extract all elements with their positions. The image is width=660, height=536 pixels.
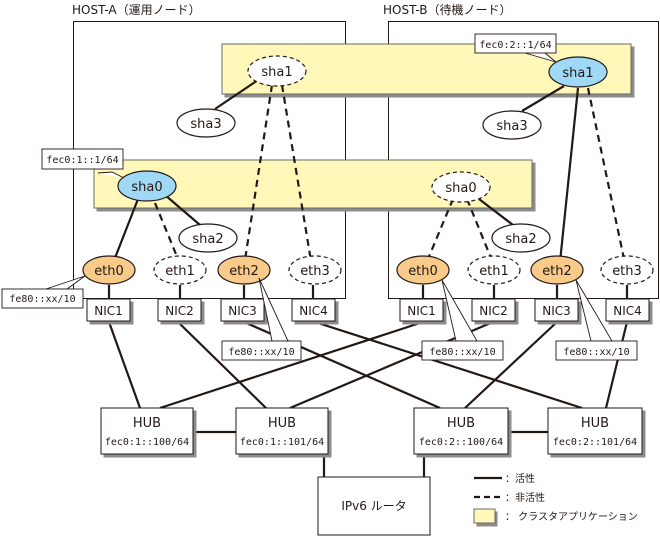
hub-3: HUB fec0:2::100/64 bbox=[413, 407, 509, 455]
nic-b-4: NIC4 bbox=[605, 298, 650, 322]
host-b-title: HOST-B（待機ノード） bbox=[383, 2, 511, 17]
callout-b-sha1-addr: fec0:2::1/64 bbox=[474, 33, 557, 63]
svg-text:fec0:2::1/64: fec0:2::1/64 bbox=[479, 40, 551, 51]
nic-a-1: NIC1 bbox=[86, 298, 131, 322]
svg-text:eth3: eth3 bbox=[300, 264, 330, 279]
node-a-sha2: sha2 bbox=[178, 223, 238, 253]
callout-b-eth0-addr: fe80::xx/10 bbox=[421, 279, 504, 361]
node-b-eth1: eth1 bbox=[467, 255, 521, 285]
nic-a-4: NIC4 bbox=[291, 298, 336, 322]
svg-text:NIC2: NIC2 bbox=[165, 304, 194, 318]
svg-text:sha2: sha2 bbox=[505, 232, 536, 247]
legend-inactive-label: ：非活性 bbox=[505, 491, 545, 504]
svg-text:NIC2: NIC2 bbox=[479, 304, 508, 318]
svg-text:NIC4: NIC4 bbox=[613, 304, 642, 318]
hub-2: HUB fec0:1::101/64 bbox=[235, 407, 329, 455]
svg-text:NIC1: NIC1 bbox=[94, 304, 123, 318]
svg-text:fe80::xx/10: fe80::xx/10 bbox=[429, 347, 495, 358]
svg-text:sha0: sha0 bbox=[131, 180, 162, 195]
callout-b-eth2-addr: fe80::xx/10 bbox=[555, 279, 638, 361]
svg-text:IPv6 ルータ: IPv6 ルータ bbox=[341, 499, 406, 513]
node-a-eth1: eth1 bbox=[153, 255, 207, 285]
nic-a-3: NIC3 bbox=[220, 298, 265, 322]
svg-text:fec0:1::100/64: fec0:1::100/64 bbox=[105, 437, 189, 448]
node-b-sha0: sha0 bbox=[431, 171, 491, 203]
node-a-sha0: sha0 bbox=[117, 170, 177, 202]
node-b-sha3: sha3 bbox=[482, 110, 542, 140]
hub-1: HUB fec0:1::100/64 bbox=[100, 407, 194, 455]
svg-text:eth1: eth1 bbox=[479, 264, 509, 279]
svg-text:fec0:2::100/64: fec0:2::100/64 bbox=[419, 437, 503, 448]
node-a-sha1: sha1 bbox=[247, 55, 307, 87]
svg-text:sha1: sha1 bbox=[261, 65, 292, 80]
nic-b-2: NIC2 bbox=[471, 298, 516, 322]
svg-text:HUB: HUB bbox=[447, 416, 475, 431]
legend-cluster-swatch bbox=[473, 508, 496, 524]
node-a-sha3: sha3 bbox=[176, 108, 236, 138]
svg-text:sha0: sha0 bbox=[445, 181, 476, 196]
svg-text:fec0:1::1/64: fec0:1::1/64 bbox=[46, 155, 118, 166]
svg-text:eth0: eth0 bbox=[408, 264, 438, 279]
node-b-eth3: eth3 bbox=[600, 255, 654, 285]
svg-text:eth2: eth2 bbox=[229, 264, 259, 279]
svg-text:eth2: eth2 bbox=[542, 264, 572, 279]
inactive-links bbox=[153, 84, 626, 262]
svg-text:NIC3: NIC3 bbox=[228, 304, 257, 318]
node-a-eth0: eth0 bbox=[82, 255, 136, 285]
node-b-eth2: eth2 bbox=[530, 255, 584, 285]
svg-text:eth1: eth1 bbox=[165, 264, 195, 279]
nic-b-3: NIC3 bbox=[534, 298, 579, 322]
node-a-eth3: eth3 bbox=[288, 255, 342, 285]
svg-text:NIC4: NIC4 bbox=[299, 304, 328, 318]
node-b-sha1: sha1 bbox=[548, 56, 608, 88]
hub-4: HUB fec0:2::101/64 bbox=[547, 407, 643, 455]
nic-b-1: NIC1 bbox=[399, 298, 444, 322]
legend-cluster-label: ： クラスタアプリケーション bbox=[505, 511, 638, 523]
ipv6-router: IPv6 ルータ bbox=[317, 476, 431, 536]
callout-a-sha0-addr: fec0:1::1/64 bbox=[41, 148, 125, 179]
svg-text:HUB: HUB bbox=[581, 416, 609, 431]
node-b-eth0: eth0 bbox=[396, 255, 450, 285]
svg-text:sha2: sha2 bbox=[192, 232, 223, 247]
svg-text:fe80::xx/10: fe80::xx/10 bbox=[9, 294, 75, 305]
callout-a-eth2-addr: fe80::xx/10 bbox=[221, 277, 302, 361]
node-b-sha2: sha2 bbox=[491, 223, 551, 253]
nic-a-2: NIC2 bbox=[157, 298, 202, 322]
svg-text:HUB: HUB bbox=[133, 416, 161, 431]
svg-text:sha3: sha3 bbox=[496, 119, 527, 134]
callout-a-eth0-addr: fe80::xx/10 bbox=[1, 275, 86, 309]
svg-text:sha3: sha3 bbox=[190, 117, 221, 132]
svg-text:eth0: eth0 bbox=[94, 264, 124, 279]
svg-text:eth3: eth3 bbox=[612, 264, 642, 279]
svg-text:NIC1: NIC1 bbox=[407, 304, 436, 318]
legend-active-label: ：活性 bbox=[505, 472, 535, 485]
svg-text:NIC3: NIC3 bbox=[542, 304, 571, 318]
svg-text:fec0:2::101/64: fec0:2::101/64 bbox=[553, 437, 637, 448]
svg-text:HUB: HUB bbox=[268, 416, 296, 431]
svg-text:fe80::xx/10: fe80::xx/10 bbox=[228, 347, 294, 358]
svg-text:sha1: sha1 bbox=[562, 66, 593, 81]
svg-text:fec0:1::101/64: fec0:1::101/64 bbox=[240, 437, 324, 448]
host-a-title: HOST-A（運用ノード） bbox=[72, 3, 201, 17]
legend: ：活性 ：非活性 ： クラスタアプリケーション bbox=[473, 472, 638, 524]
svg-text:fe80::xx/10: fe80::xx/10 bbox=[563, 347, 629, 358]
node-a-eth2: eth2 bbox=[217, 255, 271, 285]
